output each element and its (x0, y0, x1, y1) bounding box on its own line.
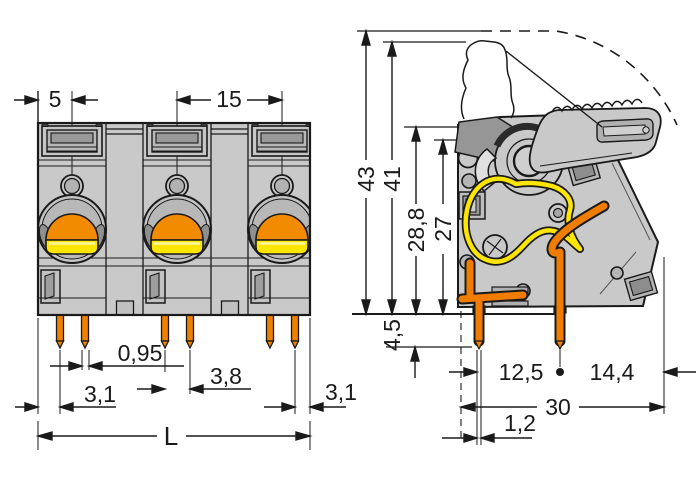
dim-label: 12,5 (499, 359, 544, 385)
dim-height-lever-open: 43 (353, 28, 481, 317)
dim-label: 1,2 (504, 410, 536, 436)
lever-swing-arc (481, 30, 678, 126)
dim-pin-to-rear: 14,4 (590, 359, 696, 385)
lever-closed (528, 98, 662, 174)
dim-label: 3,1 (325, 379, 357, 405)
side-view: 43 41 28,8 27 (352, 28, 696, 445)
current-bar (456, 200, 610, 350)
push-button-bottom (45, 239, 99, 255)
dim-height-housing-front: 27 (430, 137, 461, 317)
dim-label: 14,4 (590, 359, 635, 385)
dim-overall-depth: 30 (458, 394, 667, 420)
dim-label: 27 (430, 216, 456, 242)
dim-edge-to-pin-left: 3,1 (15, 318, 116, 414)
dim-pin-width: 0,95 (50, 340, 184, 371)
dim-label: 3,8 (210, 363, 242, 389)
dim-label: 15 (216, 86, 242, 112)
front-dimensions: 5 15 0,95 3,1 (14, 86, 357, 451)
dim-label: 28,8 (403, 208, 429, 253)
dim-point-marker (556, 368, 564, 376)
dim-pin-row-spacing: 12,5 (449, 359, 543, 385)
dim-pin-thickness: 1,2 (442, 410, 536, 443)
module-gaps (105, 123, 249, 316)
dim-label: 0,95 (118, 340, 163, 366)
dim-height-housing-ledge: 28,8 (403, 124, 463, 317)
rear-latch-lower (623, 270, 659, 302)
dim-pole-pitch: 15 (174, 86, 285, 112)
dim-label: 5 (49, 86, 62, 112)
dim-pin-to-edge-right: 3,1 (264, 318, 357, 414)
solder-pin-rear (555, 340, 565, 350)
terminal-module (38, 122, 310, 305)
push-button-top (45, 213, 99, 241)
side-depth-dimensions: 12,5 14,4 30 1,2 (442, 257, 696, 445)
pole-modules (38, 122, 310, 305)
dim-label: 3,1 (84, 381, 116, 407)
dim-edge-to-first-pole: 5 (14, 86, 98, 122)
solder-pin-front (474, 340, 484, 350)
side-height-dimensions: 43 41 28,8 27 (352, 28, 556, 378)
solder-pins-front (55, 314, 300, 350)
front-view: 5 15 0,95 3,1 (14, 86, 357, 451)
clamp-spring (461, 174, 584, 266)
dim-label: L (164, 421, 178, 451)
dim-label: 4,5 (379, 319, 405, 351)
dim-label: 43 (353, 166, 379, 192)
dim-height-lever-grip: 41 (379, 39, 466, 317)
dim-pin-length: 4,5 (379, 319, 472, 378)
lever-open-silhouette (460, 30, 678, 128)
dim-pin-pair-spacing: 3,8 (137, 350, 251, 394)
lever-grip-ribs (551, 98, 643, 113)
dim-overall-length: L (35, 421, 313, 451)
dim-label: 30 (545, 394, 571, 420)
dim-label: 41 (379, 166, 405, 192)
